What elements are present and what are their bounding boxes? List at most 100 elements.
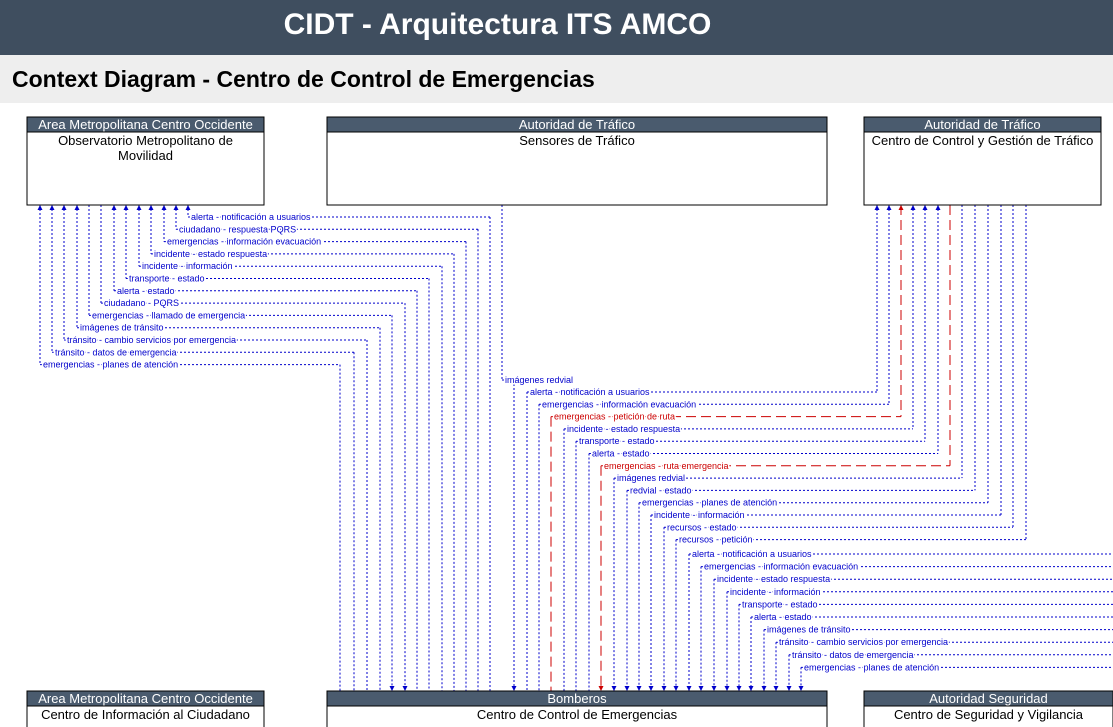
flow-label: imágenes de tránsito	[767, 625, 851, 635]
flow-arrowhead	[736, 686, 742, 691]
flow-label: transporte - estado	[742, 599, 818, 609]
flow-label: alerta - notificación a usuarios	[530, 387, 650, 397]
flow-arrowhead	[402, 686, 408, 691]
flow-arrowhead	[648, 686, 654, 691]
diagram-title: Context Diagram - Centro de Control de E…	[12, 66, 595, 92]
flow-label: ciudadano - respuesta PQRS	[179, 224, 296, 234]
flow-label: incidente - información	[730, 587, 821, 597]
box-name-label: Centro de Seguridad y Vigilancia	[894, 707, 1084, 722]
flow-label: tránsito - cambio servicios por emergenc…	[67, 335, 236, 345]
flow-label: tránsito - datos de emergencia	[792, 650, 914, 660]
box-stakeholder-bar	[863, 690, 1113, 707]
flow-arrowhead	[123, 205, 129, 210]
flow-arrowhead	[61, 205, 67, 210]
flow-label: alerta - estado	[754, 612, 812, 622]
flow-arrowhead	[761, 686, 767, 691]
flow-label: emergencias - información evacuación	[167, 237, 321, 247]
box-observatorio: Area Metropolitana Centro OccidenteObser…	[26, 116, 265, 206]
flow-label: tránsito - cambio servicios por emergenc…	[779, 637, 948, 647]
flow-arrowhead	[161, 205, 167, 210]
flow-arrowhead	[935, 205, 941, 210]
flow-label: transporte - estado	[129, 274, 205, 284]
flow-arrowhead	[37, 205, 43, 210]
flow-arrowhead	[511, 686, 517, 691]
box-name-label: Sensores de Tráfico	[519, 133, 635, 148]
box-stakeholder-label: Autoridad de Tráfico	[519, 117, 635, 132]
box-stakeholder-bar	[863, 116, 1102, 133]
box-stakeholder-label: Autoridad de Tráfico	[924, 117, 1040, 132]
flow-label: alerta - estado	[117, 286, 175, 296]
box-stakeholder-bar	[326, 116, 828, 133]
flow-label: emergencias - información evacuación	[542, 399, 696, 409]
flow-arrowhead	[636, 686, 642, 691]
box-name-label: Centro de Control y Gestión de Tráfico	[872, 133, 1094, 148]
flow-arrowhead	[922, 205, 928, 210]
flow-label: recursos - estado	[667, 522, 737, 532]
flow-label: tránsito - datos de emergencia	[55, 347, 177, 357]
flow-label: alerta - estado	[592, 449, 650, 459]
flow-label: incidente - estado respuesta	[717, 574, 830, 584]
flow-label: emergencias - planes de atención	[43, 360, 178, 370]
flow-label: imágenes de tránsito	[80, 323, 164, 333]
flow-label: alerta - notificación a usuarios	[191, 212, 311, 222]
flow-arrowhead	[74, 205, 80, 210]
box-name-label: Observatorio Metropolitano de	[58, 133, 233, 148]
flow-arrowhead	[773, 686, 779, 691]
flow-arrowhead	[711, 686, 717, 691]
flow-arrowhead	[748, 686, 754, 691]
flow-arrowhead	[898, 205, 904, 210]
header-bar: CIDT - Arquitectura ITS AMCO	[0, 0, 1113, 55]
boxes-layer: Area Metropolitana Centro OccidenteObser…	[26, 116, 1113, 727]
box-stakeholder-label: Autoridad Seguridad	[929, 691, 1048, 706]
page-title: CIDT - Arquitectura ITS AMCO	[283, 8, 712, 41]
box-stakeholder-bar	[26, 116, 265, 133]
flow-arrowhead	[111, 205, 117, 210]
flow-arrowhead	[686, 686, 692, 691]
flow-label: incidente - información	[654, 510, 745, 520]
flow-arrowhead	[173, 205, 179, 210]
flow-arrowhead	[148, 205, 154, 210]
flow-arrowhead	[185, 205, 191, 210]
box-stakeholder-label: Bomberos	[547, 691, 607, 706]
flow-label: emergencias - información evacuación	[704, 562, 858, 572]
diagram-title-bar	[0, 55, 1113, 103]
box-stakeholder-label: Area Metropolitana Centro Occidente	[38, 117, 253, 132]
flow-arrowhead	[798, 686, 804, 691]
box-name-label: Centro de Control de Emergencias	[477, 707, 678, 722]
flow-label: incidente - estado respuesta	[567, 424, 680, 434]
flow-arrowhead	[624, 686, 630, 691]
flow-label: incidente - estado respuesta	[154, 249, 267, 259]
flow-label: redvial - estado	[630, 485, 692, 495]
flow-arrowhead	[673, 686, 679, 691]
flow-label: emergencias - petición de ruta	[554, 412, 675, 422]
flow-label: recursos - petición	[679, 535, 753, 545]
box-name-label: Movilidad	[118, 148, 173, 163]
box-stakeholder-bar	[326, 690, 828, 707]
flow-arrowhead	[910, 205, 916, 210]
flow-label: imágenes redvial	[617, 473, 685, 483]
box-info-ciudadano: Area Metropolitana Centro OccidenteCentr…	[26, 690, 265, 727]
flow-arrowhead	[598, 686, 604, 691]
flow-arrowhead	[724, 686, 730, 691]
flow-arrowhead	[611, 686, 617, 691]
flow-label: incidente - información	[142, 261, 233, 271]
flow-label: emergencias - planes de atención	[642, 498, 777, 508]
flow-arrowhead	[886, 205, 892, 210]
flow-label: alerta - notificación a usuarios	[692, 549, 812, 559]
box-stakeholder-label: Area Metropolitana Centro Occidente	[38, 691, 253, 706]
flow-label: emergencias - planes de atención	[804, 662, 939, 672]
flows-layer: alerta - notificación a usuarios ciudadan…	[37, 205, 1113, 691]
flow-arrowhead	[136, 205, 142, 210]
flow-arrowhead	[874, 205, 880, 210]
flow-label: ciudadano - PQRS	[104, 298, 179, 308]
flow-arrowhead	[786, 686, 792, 691]
box-name-label: Centro de Información al Ciudadano	[41, 707, 250, 722]
flow-label: transporte - estado	[579, 436, 655, 446]
flow-arrowhead	[389, 686, 395, 691]
flow-arrowhead	[49, 205, 55, 210]
